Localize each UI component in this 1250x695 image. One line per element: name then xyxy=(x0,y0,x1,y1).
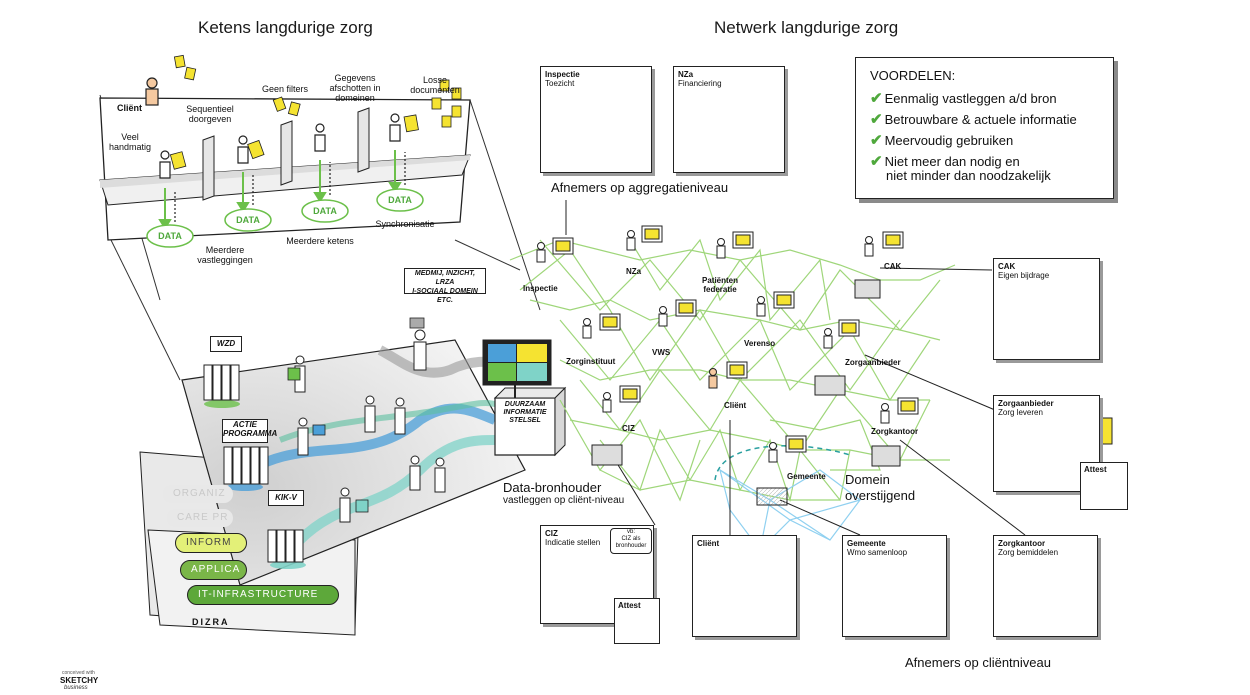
data-cloud-3: DATA xyxy=(313,206,337,216)
card-inspectie-title: Inspectie xyxy=(545,70,580,79)
attest-label: Attest xyxy=(618,601,641,610)
node-nza: NZa xyxy=(626,267,642,276)
actie-group xyxy=(223,446,269,491)
node-patienten-federatie: Patiënten federatie xyxy=(702,276,739,294)
voordelen-item-2: ✔Betrouwbare & actuele informatie xyxy=(870,110,1077,128)
card-nza-sub: Financiering xyxy=(678,79,722,88)
wzd-group xyxy=(203,364,240,408)
caption-bronhouder: Data-bronhouder xyxy=(503,480,602,495)
domain-dashed-arc xyxy=(714,445,851,481)
data-cloud-4: DATA xyxy=(388,195,412,205)
chain-meerdere-vastleggingen: Meerdere vastleggingen xyxy=(197,245,253,265)
node-zorgkantoor: Zorgkantoor xyxy=(871,427,919,436)
chain-platform xyxy=(99,54,471,248)
node-vws: VWS xyxy=(652,348,671,357)
caption-clientniveau: Afnemers op cliëntniveau xyxy=(905,655,1051,670)
layer-application: APPLICA xyxy=(180,560,247,580)
node-ciz: CIZ xyxy=(622,424,635,433)
voordelen-item-2-text: Betrouwbare & actuele informatie xyxy=(884,112,1077,127)
network-nodes xyxy=(536,225,919,506)
card-gemeente: Gemeente Wmo samenloop xyxy=(842,535,947,637)
layer-organization: ORGANIZ xyxy=(163,485,233,503)
sign-wzd: WZD xyxy=(210,336,242,352)
voordelen-item-3: ✔Meervoudig gebruiken xyxy=(870,131,1013,149)
check-icon: ✔ xyxy=(870,132,883,149)
card-connectors xyxy=(565,200,1026,536)
node-zorginstituut: Zorginstituut xyxy=(566,357,616,366)
credit-logo: SKETCHY xyxy=(60,676,99,685)
credit-line-3: business xyxy=(64,685,88,691)
chain-veel-handmatig: Veel handmatig xyxy=(108,132,152,152)
chain-losse-documenten: Losse documenten xyxy=(410,75,460,95)
card-gemeente-sub: Wmo samenloop xyxy=(847,548,908,557)
check-icon: ✔ xyxy=(870,111,883,128)
card-gemeente-title: Gemeente xyxy=(847,539,886,548)
check-icon: ✔ xyxy=(870,153,883,170)
node-verenso: Verenso xyxy=(744,339,776,348)
caption-domein-overstijgend: Domein overstijgend xyxy=(845,472,916,503)
card-zorgaanbieder-sub: Zorg leveren xyxy=(998,408,1043,417)
caption-bronhouder-sub: vastleggen op cliënt-niveau xyxy=(503,495,625,506)
chain-gegevens-afschotten: Gegevens afschotten in domeinen xyxy=(329,73,381,103)
ciz-note-bubble: vb: CIZ als bronhouder xyxy=(610,528,652,554)
layer-dizra: DIZRA xyxy=(192,617,230,627)
card-zorgkantoor: Zorgkantoor Zorg bemiddelen xyxy=(993,535,1098,637)
voordelen-item-1: ✔Eenmalig vastleggen a/d bron xyxy=(870,89,1057,107)
credit-line-1: conceived with xyxy=(62,670,95,676)
data-cloud-2: DATA xyxy=(236,215,260,225)
node-gemeente: Gemeente xyxy=(787,472,826,481)
voordelen-item-4-text: Niet meer dan nodig en xyxy=(884,154,1020,169)
node-cak: CAK xyxy=(884,262,902,271)
sign-medmij: MEDMIJ, INZICHT, LRZA I-SOCIAAL DOMEIN E… xyxy=(404,268,486,304)
node-inspectie: Inspectie xyxy=(523,284,558,293)
card-inspectie: Inspectie Toezicht xyxy=(540,66,652,173)
node-client: Cliënt xyxy=(724,401,747,410)
card-client-title: Cliënt xyxy=(697,539,720,548)
stelsel-label: DUURZAAM INFORMATIE STELSEL xyxy=(503,401,547,424)
kikv-group xyxy=(267,529,306,569)
data-cloud-1: DATA xyxy=(158,231,182,241)
layer-it-infrastructure: IT-INFRASTRUCTURE xyxy=(187,585,339,605)
sign-kikv: KIK-V xyxy=(268,490,304,506)
voordelen-item-5: niet minder dan noodzakelijk xyxy=(886,168,1051,183)
card-cak: CAK Eigen bijdrage xyxy=(993,258,1100,360)
card-cak-sub: Eigen bijdrage xyxy=(998,271,1050,280)
card-ciz-title: CIZ xyxy=(545,529,558,538)
card-zorgkantoor-title: Zorgkantoor xyxy=(998,539,1046,548)
voordelen-box: VOORDELEN: ✔Eenmalig vastleggen a/d bron… xyxy=(855,57,1114,199)
node-zorgaanbieder: Zorgaanbieder xyxy=(845,358,901,367)
layer-information: INFORM xyxy=(175,533,247,553)
card-inspectie-sub: Toezicht xyxy=(545,79,575,88)
voordelen-heading: VOORDELEN: xyxy=(870,68,956,83)
card-client: Cliënt xyxy=(692,535,797,637)
network-mesh xyxy=(509,238,956,503)
card-ciz-sub: Indicatie stellen xyxy=(545,538,601,547)
card-nza-title: NZa xyxy=(678,70,694,79)
card-zorgaanbieder-attest: Attest xyxy=(1080,462,1128,510)
voordelen-item-4: ✔Niet meer dan nodig en xyxy=(870,152,1020,170)
voordelen-item-3-text: Meervoudig gebruiken xyxy=(884,133,1014,148)
layer-care: CARE PR xyxy=(167,509,233,527)
voordelen-item-1-text: Eenmalig vastleggen a/d bron xyxy=(884,91,1057,106)
card-zorgkantoor-sub: Zorg bemiddelen xyxy=(998,548,1059,557)
card-cak-title: CAK xyxy=(998,262,1016,271)
card-zorgaanbieder-title: Zorgaanbieder xyxy=(998,399,1054,408)
caption-aggregatie: Afnemers op aggregatieniveau xyxy=(551,180,729,195)
attest-label: Attest xyxy=(1084,465,1107,474)
chain-client-label: Cliënt xyxy=(117,103,143,113)
right-title: Netwerk langdurige zorg xyxy=(714,18,899,37)
check-icon: ✔ xyxy=(870,90,883,107)
chain-meerdere-ketens: Meerdere ketens xyxy=(286,236,354,246)
sign-actie-programma: ACTIE PROGRAMMA xyxy=(222,419,277,443)
left-title: Ketens langdurige zorg xyxy=(198,18,373,37)
chain-synchronisatie: Synchronisatie xyxy=(375,219,435,229)
card-ciz-attest: Attest xyxy=(614,598,660,644)
card-nza: NZa Financiering xyxy=(673,66,785,173)
chain-sequentieel: Sequentieel doorgeven xyxy=(186,104,234,124)
chain-geen-filters: Geen filters xyxy=(261,84,309,94)
